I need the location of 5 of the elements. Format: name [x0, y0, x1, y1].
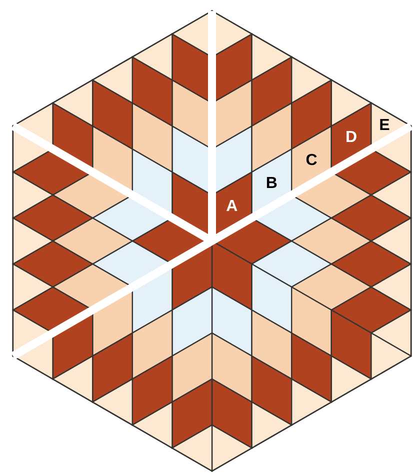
- tile-letter: A: [226, 198, 238, 214]
- tile-letter: B: [266, 176, 278, 192]
- tile-letter: C: [306, 152, 318, 168]
- tile-letter: E: [379, 118, 390, 134]
- tile-letter: D: [346, 130, 358, 146]
